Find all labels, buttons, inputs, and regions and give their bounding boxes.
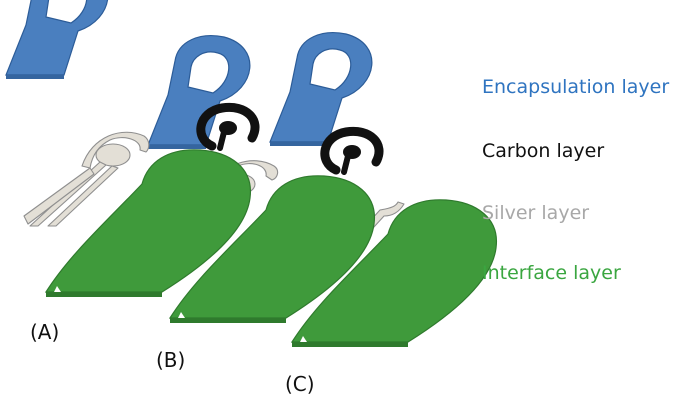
variant-a-label: (A) <box>30 320 60 344</box>
carbon-layer-c <box>325 131 379 172</box>
encapsulation-layer-a <box>5 0 109 80</box>
silver-layer-label: Silver layer <box>482 202 590 224</box>
variant-c-label: (C) <box>285 372 315 396</box>
silver-layer-a <box>23 131 150 227</box>
variant-b-label: (B) <box>156 348 186 372</box>
encapsulation-layer-label: Encapsulation layer <box>482 76 670 98</box>
carbon-layer-label: Carbon layer <box>482 140 605 162</box>
interface-layer-label: Interface layer <box>482 262 621 284</box>
